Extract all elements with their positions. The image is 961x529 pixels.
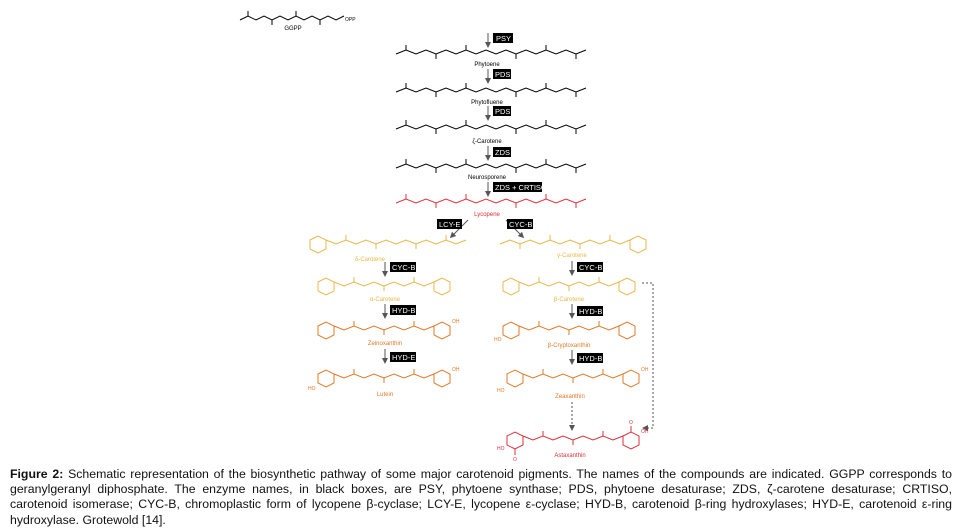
enzyme-pds-1: PDS [493,69,511,79]
svg-text:CYC-B: CYC-B [392,263,415,272]
phytofluene-label: Phytofluene [471,100,503,106]
svg-text:HYD-B: HYD-B [579,354,602,363]
zeta-carotene-label: ζ-Carotene [472,139,502,145]
dotted-arrow-beta-astaxanthin [642,282,654,431]
svg-text:PDS: PDS [495,107,510,116]
zeta-carotene-structure [395,120,587,134]
delta-carotene-label: δ-Carotene [355,257,386,263]
beta-cryptoxanthin-structure [502,321,636,340]
enzyme-cyc-b-right: CYC-B [577,262,603,272]
phytoene-label: Phytoene [474,62,500,68]
zeinoxanthin-structure [317,321,451,340]
alpha-carotene-structure [317,277,451,296]
lutein-ho-label: HO [308,386,316,392]
ggpp-structure [239,11,345,25]
zeaxanthin-ho-label: HO [497,388,505,394]
svg-text:CYC-B: CYC-B [579,263,602,272]
enzyme-psy: PSY [493,33,513,43]
caption-label: Figure 2: [10,467,64,481]
astaxanthin-oh-label: OH [641,429,649,435]
zeinoxanthin-oh-label: OH [452,319,460,325]
alpha-carotene-label: α-Carotene [370,297,401,303]
neurosporene-structure [395,159,587,173]
svg-text:PSY: PSY [496,34,511,43]
enzyme-cyc-b-main: CYC-B [507,219,533,229]
caption-text: Schematic representation of the biosynth… [10,467,952,527]
svg-text:LCY-E: LCY-E [439,220,460,229]
zeinoxanthin-label: Zeinoxanthin [368,341,402,347]
neurosporene-label: Neurosporene [468,175,507,181]
zeaxanthin-oh-label: OH [641,367,649,373]
enzyme-hyd-b-left: HYD-B [390,305,416,315]
enzyme-hyd-e: HYD-E [390,352,416,362]
beta-carotene-structure [502,277,636,296]
enzyme-hyd-b-right-2: HYD-B [577,353,603,363]
enzyme-zds: ZDS [493,147,511,157]
gamma-carotene-structure [499,235,647,254]
lutein-structure [317,369,451,388]
zeaxanthin-structure [506,369,640,388]
gamma-carotene-label: γ-Carotene [557,253,587,259]
ggpp-label: GGPP [284,26,301,32]
astaxanthin-o-top-label: O [629,420,633,426]
phytoene-structure [395,45,587,59]
delta-carotene-structure [309,235,467,254]
enzyme-pds-2: PDS [493,106,511,116]
cryptoxanthin-ho-label: HO [494,337,502,343]
svg-text:PDS: PDS [495,70,510,79]
beta-carotene-label: β-Carotene [554,297,585,303]
enzyme-cyc-b-left: CYC-B [390,262,416,272]
astaxanthin-o-bottom-label: O [513,457,517,463]
enzyme-lcy-e: LCY-E [437,219,462,229]
zeaxanthin-label: Zeaxanthin [555,394,585,400]
svg-text:HYD-E: HYD-E [392,353,415,362]
lutein-oh-label: OH [452,367,460,373]
svg-text:HYD-B: HYD-B [579,307,602,316]
enzyme-zds-crtiso: ZDS + CRTISO [493,182,547,192]
astaxanthin-label: Astaxanthin [554,453,585,459]
phytofluene-structure [395,83,587,97]
svg-text:ZDS: ZDS [495,148,510,157]
svg-text:HYD-B: HYD-B [392,306,415,315]
astaxanthin-structure [506,426,640,455]
figure-caption: Figure 2: Schematic representation of th… [10,467,952,528]
lycopene-structure [395,194,587,208]
svg-text:ZDS + CRTISO: ZDS + CRTISO [495,183,547,192]
enzyme-hyd-b-right-1: HYD-B [577,306,603,316]
lutein-label: Lutein [377,392,393,398]
opp-label: OPP [345,17,356,23]
beta-cryptoxanthin-label: β-Cryptoxanthin [548,343,590,349]
lycopene-label: Lycopene [474,212,500,218]
astaxanthin-ho-label: HO [497,446,505,452]
pathway-diagram: OPP GGPP PSY Phytoene PDS Phytofluene PD… [239,11,654,463]
svg-text:CYC-B: CYC-B [509,220,532,229]
